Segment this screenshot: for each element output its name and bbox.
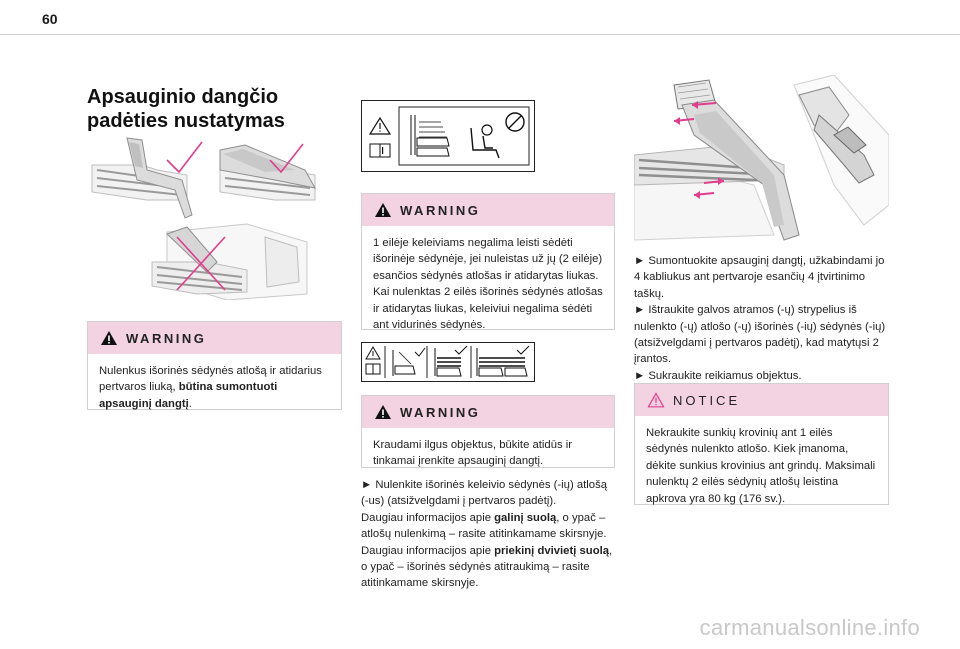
notice-text: Nekraukite sunkių krovinių ant 1 eilės s… (646, 427, 876, 505)
warning-label: WARNING (400, 202, 481, 218)
warning-box-long-objects: WARNING Kraudami ilgus objektus, būkite … (361, 395, 615, 468)
mounting-arrows (673, 101, 725, 199)
text-bold: galinį suolą (494, 511, 557, 524)
manual-book-icon (365, 363, 381, 375)
folded-seat-pictogram (476, 345, 530, 377)
check-icon (454, 345, 468, 355)
seating-pictogram-large (361, 100, 535, 172)
notice-label: NOTICE (673, 392, 741, 408)
check-icon (516, 345, 530, 355)
warning-label: WARNING (400, 404, 481, 420)
seat-position-illustration (91, 137, 316, 300)
notice-box-load: NOTICE Nekraukite sunkių krovinių ant 1 … (634, 383, 889, 505)
instruction-step: ► Ištraukite galvos atramos (-ų) strypel… (634, 304, 886, 366)
manual-book-icon (369, 143, 391, 158)
instruction-step: ► Nulenkite išorinės keleivio sėdynės (-… (361, 479, 608, 508)
text-part: Daugiau informacijos apie (361, 511, 495, 524)
check-icon (166, 141, 203, 174)
cover-installation-illustration (634, 75, 889, 241)
seat-diagram-left (91, 137, 203, 219)
seating-pictogram-small (361, 342, 535, 382)
warning-text: Nulenkus išorinės sėdynės atlošą ir atid… (88, 354, 341, 421)
folded-seat-pictogram (410, 115, 450, 157)
warning-text: 1 eilėje keleiviams negalima leisti sėdė… (373, 237, 603, 332)
instructions-paragraph: ► Nulenkite išorinės keleivio sėdynės (-… (361, 477, 615, 592)
page-title: Apsauginio dangčio padėties nustatymas (87, 86, 285, 132)
folded-seat-pictogram (434, 345, 468, 377)
text-part: , o ypač – išorinės sėdynės atitraukimą … (361, 544, 613, 590)
warning-triangle-icon (375, 405, 391, 419)
text-part: , o ypač – atlošų nulenkimą – rasite ati… (361, 511, 607, 541)
prohibited-icon (505, 112, 525, 132)
warning-triangle-icon (101, 331, 117, 345)
warning-header: WARNING (362, 194, 614, 226)
warning-box-passengers: WARNING 1 eilėje keleiviams negalima lei… (361, 193, 615, 331)
warning-header: WARNING (362, 396, 614, 428)
warning-text-part: Nulenkus išorinės sėdynės atlošą ir atid… (99, 365, 322, 394)
watermark: carmanualsonline.info (699, 615, 920, 640)
instruction-more-info: Daugiau informacijos apie galinį suolą, … (361, 510, 615, 543)
installation-steps: ► Sumontuokite apsauginį dangtį, užkabin… (634, 253, 889, 384)
notice-header: NOTICE (635, 384, 888, 416)
instruction-step: ► Sumontuokite apsauginį dangtį, užkabin… (634, 255, 885, 300)
text-part: Daugiau informacijos apie (361, 544, 495, 557)
seat-diagram-bottom (151, 223, 308, 300)
warning-triangle-icon (368, 116, 392, 135)
instruction-more-info: Daugiau informacijos apie priekinį dvivi… (361, 543, 615, 592)
warning-header: WARNING (88, 322, 341, 354)
warning-triangle-icon (647, 392, 665, 408)
seated-person-icon (470, 124, 500, 159)
warning-triangle-icon (365, 346, 381, 360)
warning-triangle-icon (375, 203, 391, 217)
top-divider (0, 34, 960, 35)
check-icon (414, 347, 426, 357)
warning-text: Kraudami ilgus objektus, būkite atidūs i… (373, 439, 573, 468)
check-icon (269, 143, 304, 174)
warning-text-bold: būtina sumontuoti apsauginį dangtį (99, 381, 278, 410)
warning-label: WARNING (126, 330, 207, 346)
warning-box-cover: WARNING Nulenkus išorinės sėdynės atlošą… (87, 321, 342, 410)
folded-seat-pictogram (392, 347, 426, 376)
warning-text-part: . (188, 397, 192, 410)
text-bold: priekinį dvivietį suolą (494, 544, 610, 557)
seat-diagram-right (219, 143, 316, 201)
page-number: 60 (42, 11, 58, 27)
cross-icon (176, 236, 226, 291)
instruction-step: ► Sukraukite reikiamus objektus. (634, 369, 802, 382)
